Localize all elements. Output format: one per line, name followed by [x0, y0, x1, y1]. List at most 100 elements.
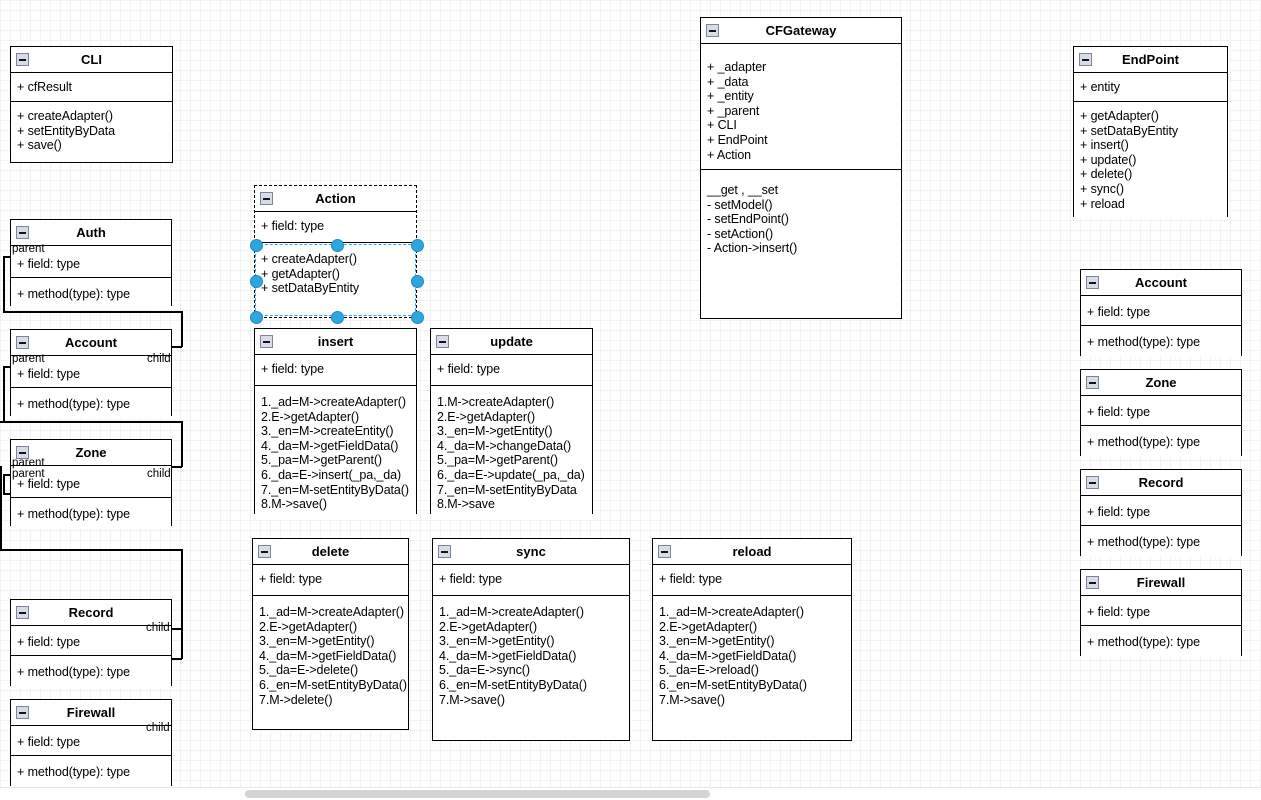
class-box-firewall-left[interactable]: Firewall + field: type + method(type): t…: [10, 699, 172, 787]
minus-box-icon[interactable]: [438, 545, 451, 558]
class-header-insert[interactable]: insert: [255, 329, 416, 355]
operations-compartment-insert[interactable]: 1._ad=M->createAdapter() 2.E->getAdapter…: [255, 386, 416, 519]
minus-box-icon[interactable]: [16, 446, 29, 459]
class-header-cli[interactable]: CLI: [11, 47, 172, 73]
class-header-account-left[interactable]: Account: [11, 330, 171, 356]
operations-compartment-action[interactable]: + createAdapter() + getAdapter() + setDa…: [255, 243, 416, 303]
class-box-insert[interactable]: insert + field: type 1._ad=M->createAdap…: [254, 328, 417, 519]
attributes-compartment-endpoint[interactable]: + entity: [1074, 73, 1227, 102]
class-header-sync[interactable]: sync: [433, 539, 629, 565]
minus-box-icon[interactable]: [16, 53, 29, 66]
operations-compartment-delete[interactable]: 1._ad=M->createAdapter() 2.E->getAdapter…: [253, 596, 408, 715]
class-box-delete[interactable]: delete + field: type 1._ad=M->createAdap…: [252, 538, 409, 730]
operations-compartment-firewall-right[interactable]: + method(type): type: [1081, 626, 1241, 657]
attributes-compartment-record-left[interactable]: + field: type: [11, 626, 171, 656]
class-header-delete[interactable]: delete: [253, 539, 408, 565]
class-header-action[interactable]: Action: [255, 186, 416, 212]
minus-box-icon[interactable]: [260, 192, 273, 205]
operations-compartment-cfgateway[interactable]: __get , __set - setModel() - setEndPoint…: [701, 170, 901, 263]
attributes-compartment-cfgateway[interactable]: + _adapter + _data + _entity + _parent +…: [701, 44, 901, 170]
attributes-compartment-account-right[interactable]: + field: type: [1081, 296, 1241, 326]
attributes-compartment-record-right[interactable]: + field: type: [1081, 496, 1241, 526]
class-header-account-right[interactable]: Account: [1081, 270, 1241, 296]
horizontal-scrollbar-thumb[interactable]: [245, 790, 710, 798]
minus-box-icon[interactable]: [1086, 376, 1099, 389]
class-box-action[interactable]: Action + field: type + createAdapter() +…: [254, 185, 417, 318]
class-header-auth-left[interactable]: Auth: [11, 220, 171, 246]
class-box-account-right[interactable]: Account + field: type + method(type): ty…: [1080, 269, 1242, 357]
operations-compartment-update[interactable]: 1.M->createAdapter() 2.E->getAdapter() 3…: [431, 386, 592, 519]
attributes-compartment-delete[interactable]: + field: type: [253, 565, 408, 596]
operations-compartment-account-right[interactable]: + method(type): type: [1081, 326, 1241, 357]
minus-box-icon[interactable]: [1086, 276, 1099, 289]
class-box-cfgateway[interactable]: CFGateway + _adapter + _data + _entity +…: [700, 17, 902, 319]
class-box-update[interactable]: update + field: type 1.M->createAdapter(…: [430, 328, 593, 519]
class-header-cfgateway[interactable]: CFGateway: [701, 18, 901, 44]
operations-compartment-reload[interactable]: 1._ad=M->createAdapter() 2.E->getAdapter…: [653, 596, 851, 715]
class-box-firewall-right[interactable]: Firewall + field: type + method(type): t…: [1080, 569, 1242, 657]
operations-compartment-zone-right[interactable]: + method(type): type: [1081, 426, 1241, 457]
attributes-compartment-reload[interactable]: + field: type: [653, 565, 851, 596]
operations-compartment-cli[interactable]: + createAdapter() + setEntityByData + sa…: [11, 102, 172, 160]
horizontal-scrollbar-track[interactable]: [0, 787, 1261, 800]
attributes-compartment-update[interactable]: + field: type: [431, 355, 592, 386]
resize-handle-nw[interactable]: [249, 238, 263, 252]
operations-compartment-record-right[interactable]: + method(type): type: [1081, 526, 1241, 557]
minus-box-icon[interactable]: [16, 706, 29, 719]
minus-box-icon[interactable]: [260, 335, 273, 348]
class-box-endpoint[interactable]: EndPoint + entity + getAdapter() + setDa…: [1073, 46, 1228, 219]
attributes-compartment-cli[interactable]: + cfResult: [11, 73, 172, 102]
class-header-firewall-left[interactable]: Firewall: [11, 700, 171, 726]
minus-box-icon[interactable]: [1086, 476, 1099, 489]
class-header-update[interactable]: update: [431, 329, 592, 355]
minus-box-icon[interactable]: [16, 336, 29, 349]
attributes-compartment-sync[interactable]: + field: type: [433, 565, 629, 596]
class-box-record-left[interactable]: Record + field: type + method(type): typ…: [10, 599, 172, 687]
class-box-zone-right[interactable]: Zone + field: type + method(type): type: [1080, 369, 1242, 457]
minus-box-icon[interactable]: [1079, 53, 1092, 66]
minus-box-icon[interactable]: [16, 606, 29, 619]
minus-box-icon[interactable]: [1086, 576, 1099, 589]
resize-handle-s[interactable]: [330, 310, 344, 324]
attributes-compartment-insert[interactable]: + field: type: [255, 355, 416, 386]
class-header-zone-right[interactable]: Zone: [1081, 370, 1241, 396]
class-header-endpoint[interactable]: EndPoint: [1074, 47, 1227, 73]
class-header-reload[interactable]: reload: [653, 539, 851, 565]
minus-box-icon[interactable]: [436, 335, 449, 348]
attributes-compartment-auth-left[interactable]: + field: type: [11, 246, 171, 278]
resize-handle-w[interactable]: [249, 274, 263, 288]
attributes-compartment-firewall-left[interactable]: + field: type: [11, 726, 171, 756]
operations-compartment-firewall-left[interactable]: + method(type): type: [11, 756, 171, 787]
attributes-compartment-firewall-right[interactable]: + field: type: [1081, 596, 1241, 626]
class-header-record-right[interactable]: Record: [1081, 470, 1241, 496]
minus-box-icon[interactable]: [706, 24, 719, 37]
operations-compartment-record-left[interactable]: + method(type): type: [11, 656, 171, 687]
resize-handle-se[interactable]: [410, 310, 424, 324]
attributes-compartment-zone-right[interactable]: + field: type: [1081, 396, 1241, 426]
minus-box-icon[interactable]: [658, 545, 671, 558]
operations-compartment-sync[interactable]: 1._ad=M->createAdapter() 2.E->getAdapter…: [433, 596, 629, 715]
resize-handle-e[interactable]: [410, 274, 424, 288]
minus-box-icon[interactable]: [16, 226, 29, 239]
operations-compartment-endpoint[interactable]: + getAdapter() + setDataByEntity + inser…: [1074, 102, 1227, 219]
class-box-auth-left[interactable]: Auth + field: type + method(type): type: [10, 219, 172, 309]
class-box-account-left[interactable]: Account + field: type + method(type): ty…: [10, 329, 172, 419]
class-box-sync[interactable]: sync + field: type 1._ad=M->createAdapte…: [432, 538, 630, 741]
minus-box-icon[interactable]: [258, 545, 271, 558]
class-header-zone-left[interactable]: Zone: [11, 440, 171, 466]
resize-handle-ne[interactable]: [410, 238, 424, 252]
attributes-compartment-action[interactable]: + field: type: [255, 212, 416, 243]
resize-handle-n[interactable]: [330, 238, 344, 252]
attributes-compartment-account-left[interactable]: + field: type: [11, 356, 171, 388]
resize-handle-sw[interactable]: [249, 310, 263, 324]
operations-compartment-zone-left[interactable]: + method(type): type: [11, 498, 171, 529]
class-header-record-left[interactable]: Record: [11, 600, 171, 626]
class-box-zone-left[interactable]: Zone + field: type + method(type): type: [10, 439, 172, 529]
class-header-firewall-right[interactable]: Firewall: [1081, 570, 1241, 596]
operations-compartment-account-left[interactable]: + method(type): type: [11, 388, 171, 419]
class-box-record-right[interactable]: Record + field: type + method(type): typ…: [1080, 469, 1242, 557]
attributes-compartment-zone-left[interactable]: + field: type: [11, 466, 171, 498]
class-box-reload[interactable]: reload + field: type 1._ad=M->createAdap…: [652, 538, 852, 741]
operations-compartment-auth-left[interactable]: + method(type): type: [11, 278, 171, 309]
